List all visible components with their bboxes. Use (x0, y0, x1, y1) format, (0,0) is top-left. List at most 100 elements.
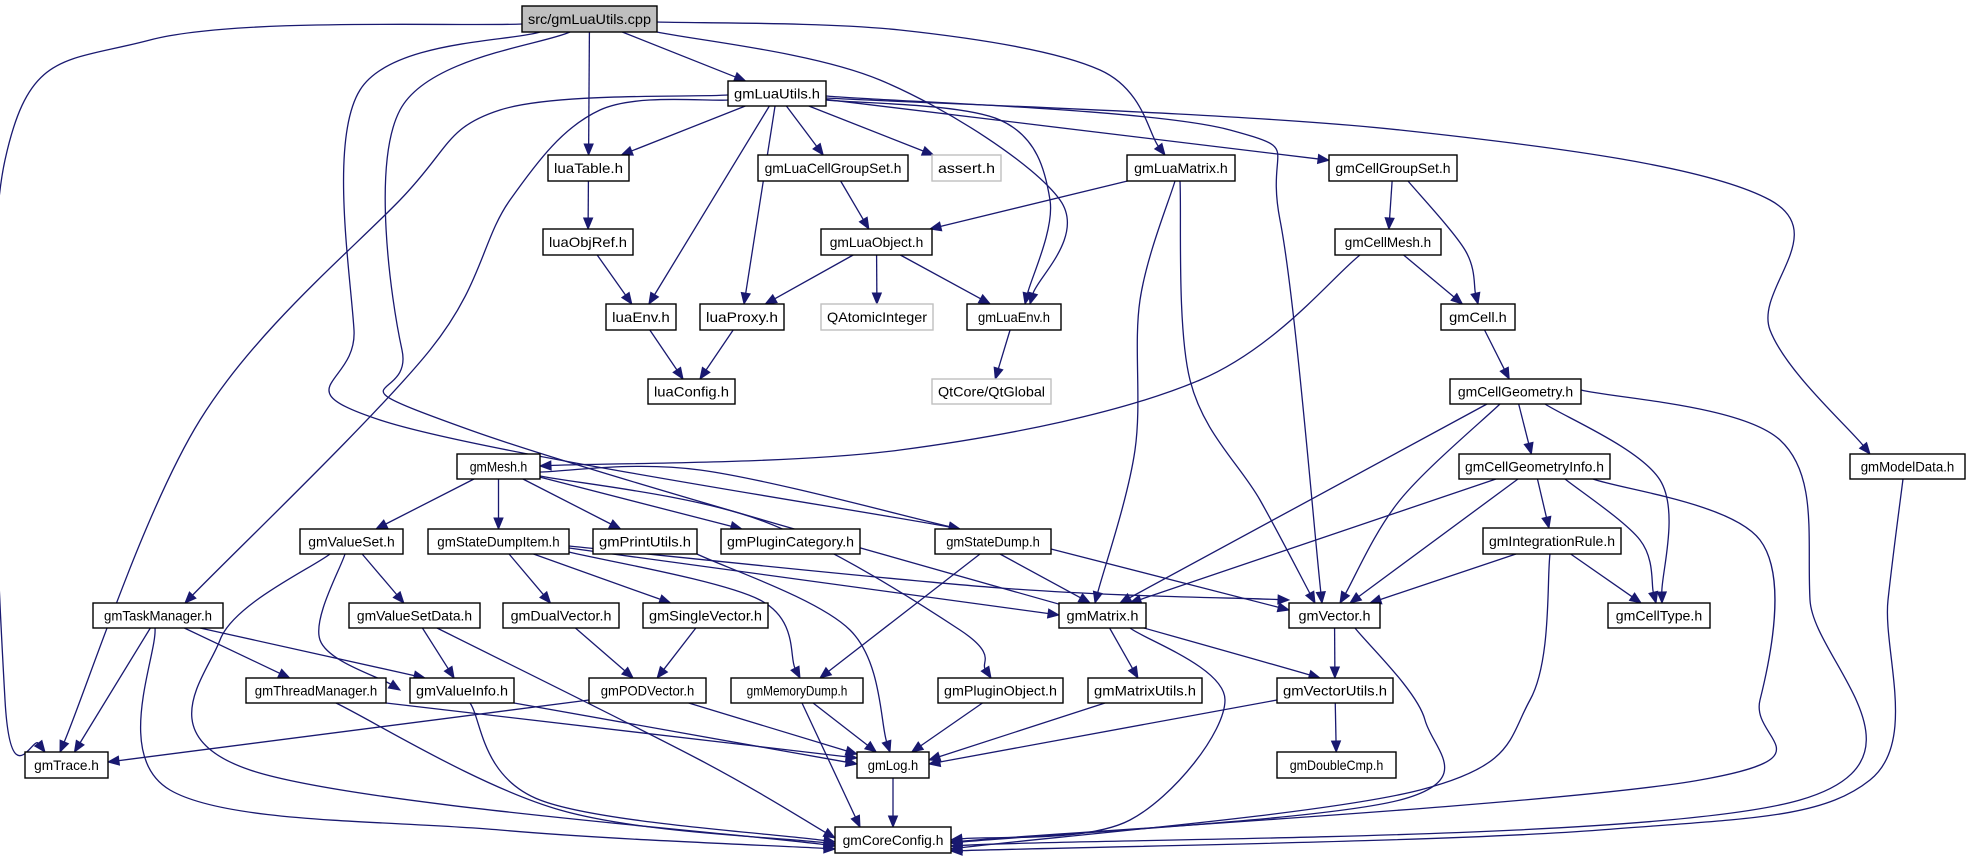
node-gmLog-h[interactable]: gmLog.h (856, 751, 930, 779)
edge-line (745, 105, 776, 294)
arrowhead-icon (493, 517, 504, 531)
arrowhead-icon (844, 756, 859, 768)
arrowhead-icon (1541, 515, 1552, 530)
node-luaTable-h[interactable]: luaTable.h (547, 154, 630, 182)
arrowhead-icon (1315, 590, 1326, 605)
edge-line (539, 476, 732, 527)
node-gmStateDump-h[interactable]: gmStateDump.h (934, 528, 1052, 555)
node-gmDoubleCmp-h[interactable]: gmDoubleCmp.h (1276, 751, 1397, 779)
node-gmCellType-h[interactable]: gmCellType.h (1607, 602, 1711, 629)
arrowhead-icon (1022, 291, 1033, 306)
node-gmLuaCellGroupSet-h[interactable]: gmLuaCellGroupSet.h (757, 154, 909, 182)
node-gmCell-h[interactable]: gmCell.h (1440, 303, 1516, 331)
node-gmValueSet-h[interactable]: gmValueSet.h (299, 528, 404, 555)
arrowhead-icon (657, 594, 672, 605)
node-assert-h[interactable]: assert.h (931, 154, 1002, 182)
edge-line (385, 478, 475, 525)
arrowhead-icon (1127, 665, 1139, 680)
node-box (456, 453, 541, 480)
node-gmMatrixUtils-h[interactable]: gmMatrixUtils.h (1087, 677, 1203, 704)
node-label: gmLuaUtils.h (734, 86, 820, 102)
node-label: gmMatrixUtils.h (1094, 683, 1196, 699)
node-gmValueSetData-h[interactable]: gmValueSetData.h (348, 602, 481, 629)
node-gmMemoryDump-h[interactable]: gmMemoryDump.h (730, 677, 864, 704)
node-box (502, 602, 620, 629)
node-box (757, 154, 909, 182)
node-gmDualVector-h[interactable]: gmDualVector.h (502, 602, 620, 629)
edge-gmLuaUtils_h-to-gmLuaCellGroupSet_h (785, 105, 825, 157)
edge-gmStateDump_h-to-gmVector_h (1050, 548, 1291, 613)
edge-gmLuaUtils_h-to-luaTable_h (620, 105, 746, 156)
node-luaProxy-h[interactable]: luaProxy.h (699, 303, 785, 331)
node-box (647, 378, 736, 405)
node-box (409, 677, 515, 704)
node-gmStateDumpItem-h[interactable]: gmStateDumpItem.h (427, 528, 570, 555)
node-gmCoreConfig-h[interactable]: gmCoreConfig.h (834, 826, 952, 854)
edge-gmStateDumpItem_h-to-gmSingleVector_h (533, 553, 672, 605)
node-luaConfig-h[interactable]: luaConfig.h (647, 378, 736, 405)
edge-line (0, 23, 523, 757)
node-QAtomicInteger[interactable]: QAtomicInteger (820, 303, 934, 331)
edge-luaObjRef_h-to-luaEnv_h (596, 254, 633, 306)
edge-gmMatrix_h-to-gmMatrixUtils_h (1109, 627, 1139, 680)
node-label: gmCellGeometryInfo.h (1465, 459, 1604, 475)
node-gmLuaObject-h[interactable]: gmLuaObject.h (820, 228, 933, 256)
edge-gmLuaUtils_cpp-to-luaTable_h (583, 31, 594, 157)
node-gmLuaMatrix-h[interactable]: gmLuaMatrix.h (1126, 154, 1236, 182)
node-gmIntegrationRule-h[interactable]: gmIntegrationRule.h (1482, 527, 1622, 555)
edge-line (961, 478, 1778, 842)
edge-line (1380, 553, 1517, 601)
node-luaObjRef-h[interactable]: luaObjRef.h (542, 228, 634, 256)
edge-line (335, 702, 825, 844)
arrowhead-icon (620, 291, 633, 306)
node-gmVector-h[interactable]: gmVector.h (1288, 602, 1381, 629)
node-QtGlobal[interactable]: QtCore/QtGlobal (931, 378, 1052, 405)
edge-line (940, 180, 1128, 228)
edge-line (696, 553, 888, 742)
arrowhead-icon (672, 366, 684, 381)
node-gmTaskManager-h[interactable]: gmTaskManager.h (92, 602, 224, 629)
node-gmPluginCategory-h[interactable]: gmPluginCategory.h (720, 528, 861, 555)
node-gmLuaUtils-cpp[interactable]: src/gmLuaUtils.cpp (521, 5, 658, 33)
edge-line (840, 180, 864, 220)
edge-line (539, 475, 986, 670)
node-gmMesh-h[interactable]: gmMesh.h (456, 453, 541, 480)
edge-gmStateDump_h-to-gmMemoryDump_h (818, 553, 981, 679)
edge-gmTaskManager_h-to-gmTrace_h (73, 627, 151, 754)
arrowhead-icon (1648, 590, 1659, 605)
node-gmLuaEnv-h[interactable]: gmLuaEnv.h (966, 303, 1062, 331)
edge-gmMesh_h-to-gmStateDumpItem_h (493, 479, 504, 531)
node-gmCellGeometry-h[interactable]: gmCellGeometry.h (1449, 378, 1582, 405)
node-label: gmStateDump.h (946, 534, 1040, 550)
node-gmSingleVector-h[interactable]: gmSingleVector.h (642, 602, 769, 629)
node-box (1328, 154, 1458, 182)
node-gmCellGroupSet-h[interactable]: gmCellGroupSet.h (1328, 154, 1458, 182)
node-label: gmCellGroupSet.h (1335, 160, 1450, 176)
node-label: gmStateDumpItem.h (437, 534, 559, 550)
node-gmLuaUtils-h[interactable]: gmLuaUtils.h (727, 80, 827, 107)
edge-line (199, 627, 415, 677)
node-label: gmLuaObject.h (830, 234, 924, 250)
node-gmMatrix-h[interactable]: gmMatrix.h (1058, 602, 1147, 629)
node-gmCellGeometryInfo-h[interactable]: gmCellGeometryInfo.h (1458, 453, 1611, 480)
arrowhead-icon (1656, 591, 1668, 605)
arrowhead-icon (1277, 594, 1291, 605)
node-gmCellMesh-h[interactable]: gmCellMesh.h (1334, 228, 1442, 256)
node-gmPODVector-h[interactable]: gmPODVector.h (588, 677, 707, 704)
edge-gmMesh_h-to-gmPluginObject_h (539, 475, 992, 680)
edge-gmCellGeometryInfo_h-to-gmIntegrationRule_h (1536, 478, 1552, 530)
node-gmModelData-h[interactable]: gmModelData.h (1849, 453, 1966, 480)
edge-gmCell_h-to-gmCellGeometry_h (1483, 329, 1510, 381)
node-gmValueInfo-h[interactable]: gmValueInfo.h (409, 677, 515, 704)
node-gmTrace-h[interactable]: gmTrace.h (24, 751, 109, 779)
edge-gmMemoryDump_h-to-gmCoreConfig_h (801, 702, 861, 829)
node-box (931, 378, 1052, 405)
edge-gmVectorUtils_h-to-gmDoubleCmp_h (1330, 702, 1342, 754)
node-luaEnv-h[interactable]: luaEnv.h (605, 303, 677, 331)
node-gmVectorUtils-h[interactable]: gmVectorUtils.h (1276, 677, 1394, 704)
node-gmPluginObject-h[interactable]: gmPluginObject.h (937, 677, 1064, 704)
node-gmThreadManager-h[interactable]: gmThreadManager.h (245, 677, 387, 704)
edge-line (328, 31, 950, 528)
node-gmPrintUtils-h[interactable]: gmPrintUtils.h (592, 528, 698, 555)
edge-line (961, 553, 1551, 849)
